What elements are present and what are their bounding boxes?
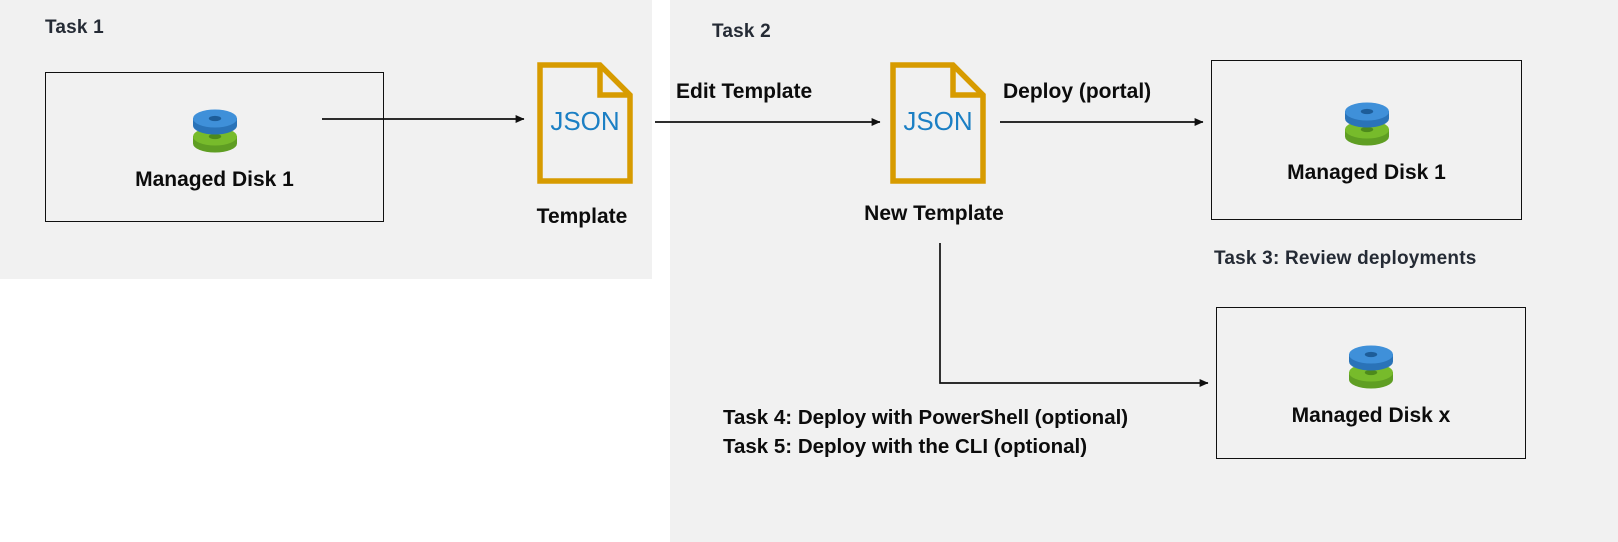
new-template-file-node[interactable]: JSON: [890, 62, 986, 189]
deploy-portal-edge-label: Deploy (portal): [1003, 80, 1152, 103]
managed-disk-icon: [185, 103, 245, 159]
json-file-icon: [890, 62, 986, 184]
template-file-node[interactable]: JSON: [537, 62, 633, 189]
managed-disk-icon: [1341, 339, 1401, 395]
managed-disk-bottom-right-label: Managed Disk x: [1291, 403, 1451, 427]
task1-panel: [0, 0, 652, 279]
new-template-caption: New Template: [864, 202, 1004, 225]
task1-title: Task 1: [45, 17, 104, 38]
template-caption: Template: [536, 205, 628, 228]
optional-tasks-note: Task 4: Deploy with PowerShell (optional…: [723, 403, 1128, 461]
managed-disk-top-right-label: Managed Disk 1: [1287, 160, 1446, 184]
task3-annotation: Task 3: Review deployments: [1214, 248, 1477, 269]
managed-disk-left-box[interactable]: Managed Disk 1: [45, 72, 384, 222]
managed-disk-top-right-box[interactable]: Managed Disk 1: [1211, 60, 1522, 220]
task2-title: Task 2: [712, 21, 771, 42]
task5-note: Task 5: Deploy with the CLI (optional): [723, 435, 1088, 459]
json-file-icon: [537, 62, 633, 184]
managed-disk-icon: [1337, 96, 1397, 152]
managed-disk-left-label: Managed Disk 1: [135, 167, 294, 191]
task4-note: Task 4: Deploy with PowerShell (optional…: [723, 406, 1129, 429]
edit-template-edge-label: Edit Template: [676, 80, 813, 103]
managed-disk-bottom-right-box[interactable]: Managed Disk x: [1216, 307, 1526, 459]
